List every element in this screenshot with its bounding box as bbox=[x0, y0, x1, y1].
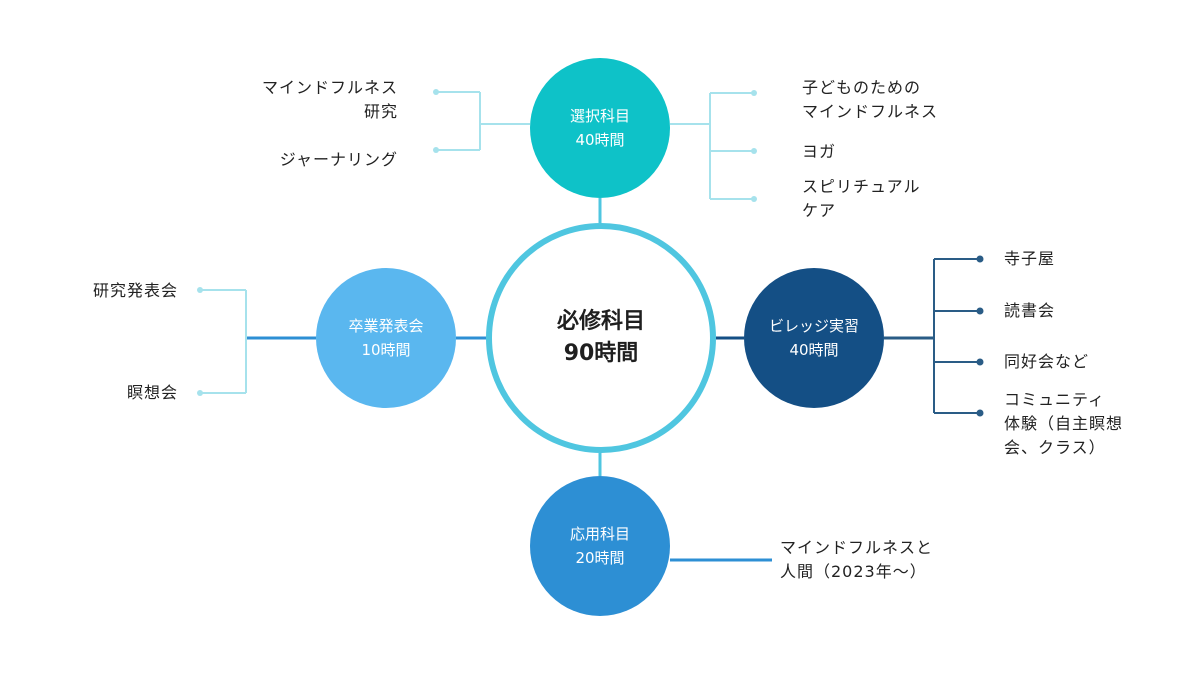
elective-item-spiritual-care: スピリチュアル ケア bbox=[802, 177, 921, 220]
required-subjects-title: 必修科目 bbox=[556, 309, 645, 334]
village-item-community-experience: コミュニティ 体験（自主瞑想 会、クラス） bbox=[1004, 390, 1124, 457]
elective-subjects-title: 選択科目 bbox=[569, 107, 630, 125]
required-subjects-hours: 90時間 bbox=[563, 341, 639, 366]
applied-subjects-hub: 応用科目 20時間 bbox=[530, 476, 670, 616]
applied-subjects-title: 応用科目 bbox=[569, 525, 630, 543]
applied-item-mindfulness-and-humans: マインドフルネスと 人間（2023年〜） bbox=[780, 538, 934, 581]
elective-item-yoga: ヨガ bbox=[802, 142, 837, 161]
graduation-item-meditation-session: 瞑想会 bbox=[126, 383, 178, 402]
required-subjects-hub: 必修科目 90時間 bbox=[486, 223, 716, 453]
village-practicum-hours: 40時間 bbox=[789, 341, 839, 359]
elective-left-connector bbox=[436, 91, 530, 151]
elective-left-dot-2 bbox=[433, 147, 439, 153]
village-dot-3 bbox=[976, 358, 984, 366]
elective-right-dot-2 bbox=[751, 148, 757, 154]
elective-subjects-hub: 選択科目 40時間 bbox=[530, 58, 670, 198]
elective-item-journaling: ジャーナリング bbox=[279, 150, 398, 169]
village-item-terakoya: 寺子屋 bbox=[1004, 249, 1056, 268]
graduation-presentation-hours: 10時間 bbox=[361, 341, 411, 359]
village-practicum-hub: ビレッジ実習 40時間 bbox=[744, 268, 884, 408]
elective-right-connector bbox=[670, 92, 754, 200]
village-connector bbox=[884, 258, 980, 414]
elective-right-dot-3 bbox=[751, 196, 757, 202]
graduation-dot-2 bbox=[197, 390, 203, 396]
applied-subjects-hours: 20時間 bbox=[575, 549, 625, 567]
graduation-connector bbox=[200, 289, 316, 394]
elective-item-mindfulness-research: マインドフルネス 研究 bbox=[261, 78, 398, 121]
elective-right-dot-1 bbox=[751, 90, 757, 96]
graduation-presentation-title: 卒業発表会 bbox=[348, 317, 424, 335]
village-practicum-title: ビレッジ実習 bbox=[768, 317, 859, 335]
village-dot-4 bbox=[976, 409, 984, 417]
graduation-item-research-presentation: 研究発表会 bbox=[92, 281, 178, 300]
elective-item-mindfulness-for-children: 子どものための マインドフルネス bbox=[802, 78, 939, 121]
graduation-presentation-hub: 卒業発表会 10時間 bbox=[316, 268, 456, 408]
village-item-hobby-groups: 同好会など bbox=[1004, 352, 1090, 371]
elective-left-dot-1 bbox=[433, 89, 439, 95]
graduation-dot-1 bbox=[197, 287, 203, 293]
village-dot-1 bbox=[976, 255, 984, 263]
elective-subjects-hours: 40時間 bbox=[575, 131, 625, 149]
village-dot-2 bbox=[976, 307, 984, 315]
village-item-reading-club: 読書会 bbox=[1004, 301, 1056, 320]
